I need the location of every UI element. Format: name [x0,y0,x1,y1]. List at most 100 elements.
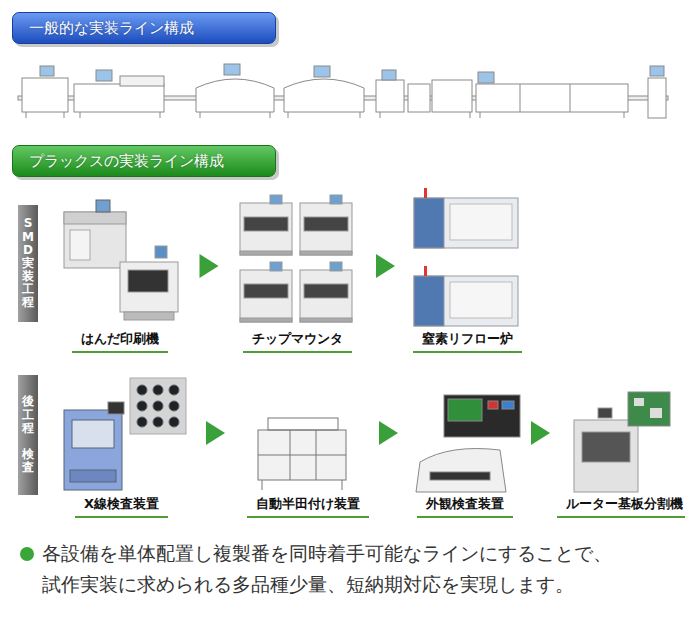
chip-mounter-illustration-part [240,318,292,322]
general-line-drawing-part [224,64,240,75]
xray-inspection-illustration-part [108,402,124,414]
process-band: SMD実装工程 [18,205,38,322]
solder-printer-illustration-part [120,262,178,312]
general-line-drawing-part [376,80,404,112]
general-line-drawing-part [26,112,624,118]
chip-mounter-illustration-part [244,284,288,298]
xray-inspection-illustration-part [72,420,114,448]
chip-mounter-illustration [240,195,352,322]
visual-inspection-illustration-part [416,449,506,493]
banner-title: 一般的な実装ライン構成 [29,19,194,38]
general-line-drawing-part [22,78,68,112]
general-line-drawing-part [314,66,330,77]
reflow-oven-illustration-part [414,198,444,248]
xray-inspection-illustration-part [169,417,179,427]
router-depaneler-illustration-part [634,398,644,406]
flow-arrow [379,421,398,445]
flow-arrow [376,254,395,278]
xray-inspection-illustration-part [137,385,147,395]
solder-printer-illustration-part [70,230,90,260]
xray-inspection-illustration-part [169,385,179,395]
auto-soldering-illustration-part [258,430,346,480]
reflow-oven-illustration-part [414,276,444,326]
solder-printer-illustration-part [155,246,167,258]
flow-arrow [200,254,219,278]
general-line-drawing-part [570,84,571,112]
solder-printer-illustration [64,200,178,320]
chip-mounter-illustration-part [300,251,352,255]
auto-soldering-illustration [258,418,346,490]
reflow-oven-illustration-part [450,204,512,240]
machine-group: 外観検査装置 [405,375,525,520]
auto-soldering-illustration-part [316,430,317,480]
bullet-dot [20,547,34,561]
machine-group: 窒素リフロー炉 [410,185,525,355]
general-line-drawing-part [476,84,628,112]
auto-soldering-illustration-part [258,455,346,456]
general-line-drawing-part [284,79,364,112]
general-line-drawing-part [408,84,430,112]
chip-mounter-illustration-part [240,251,292,255]
xray-inspection-illustration-part [130,378,186,434]
general-line-drawing-part [196,79,274,112]
general-line-drawing-part [648,78,666,118]
chip-mounter-illustration-part [270,195,282,204]
chip-mounter-illustration-part [304,284,348,298]
chip-mounter-illustration-part [304,217,348,231]
xray-inspection-illustration-part [70,470,116,482]
machine-group: ルーター基板分割機 [555,375,685,520]
reflow-oven-illustration [414,188,518,326]
visual-inspection-illustration-part [448,399,482,421]
band-label: SMD実装工程 [22,217,34,309]
section-banner: プラックスの実装ライン構成 [12,145,276,177]
xray-inspection-illustration-part [137,417,147,427]
solder-printer-illustration-part [124,312,174,320]
xray-inspection-illustration [64,378,186,490]
solder-printer-illustration-part [96,200,110,212]
auto-soldering-illustration-part [268,418,338,430]
machine-group: X線検査装置 [58,375,185,520]
general-line-drawing-part [120,76,164,86]
chip-mounter-illustration-part [240,203,292,255]
section-banner: 一般的な実装ライン構成 [12,12,276,44]
chip-mounter-illustration-part [300,318,352,322]
general-line-drawing-part [96,70,112,81]
general-line-drawing-part [432,80,472,112]
xray-inspection-illustration-part [169,401,179,411]
chip-mounter-illustration-part [300,270,352,322]
solder-printer-illustration-part [128,270,168,292]
machine-group: はんだ印刷機 [58,185,182,355]
reflow-oven-illustration-part [414,276,518,326]
flow-arrow [531,421,550,445]
chip-mounter-illustration-part [330,195,342,204]
machine-label: はんだ印刷機 [72,330,168,353]
general-line-drawing-part [382,70,396,80]
xray-inspection-illustration-part [153,401,163,411]
banner-title: プラックスの実装ライン構成 [29,152,224,171]
general-line-drawing-part [40,66,54,76]
xray-inspection-illustration-part [153,417,163,427]
xray-inspection-illustration-part [137,401,147,411]
auto-soldering-illustration-part [262,480,342,490]
router-depaneler-illustration-part [574,420,638,492]
router-depaneler-illustration-part [598,408,612,418]
reflow-oven-illustration-part [424,266,427,276]
description-note: 各設備を単体配置し複製番を同時着手可能なラインにすることで、 試作実装に求められ… [42,538,618,600]
process-band: 後工程 検査 [18,375,38,495]
band-label: 後工程 検査 [22,395,34,474]
machine-label: ルーター基板分割機 [557,495,685,518]
machine-group: チップマウンタ [235,185,360,355]
router-depaneler-illustration [574,392,670,492]
reflow-oven-illustration-part [450,282,512,318]
router-depaneler-illustration-part [628,392,670,426]
chip-mounter-illustration-part [244,217,288,231]
visual-inspection-illustration [416,395,520,492]
general-line-drawing-part [520,84,521,112]
chip-mounter-illustration-part [300,203,352,255]
general-line-drawing [18,64,668,118]
machine-label: 自動半田付け装置 [247,495,369,518]
xray-inspection-illustration-part [153,385,163,395]
